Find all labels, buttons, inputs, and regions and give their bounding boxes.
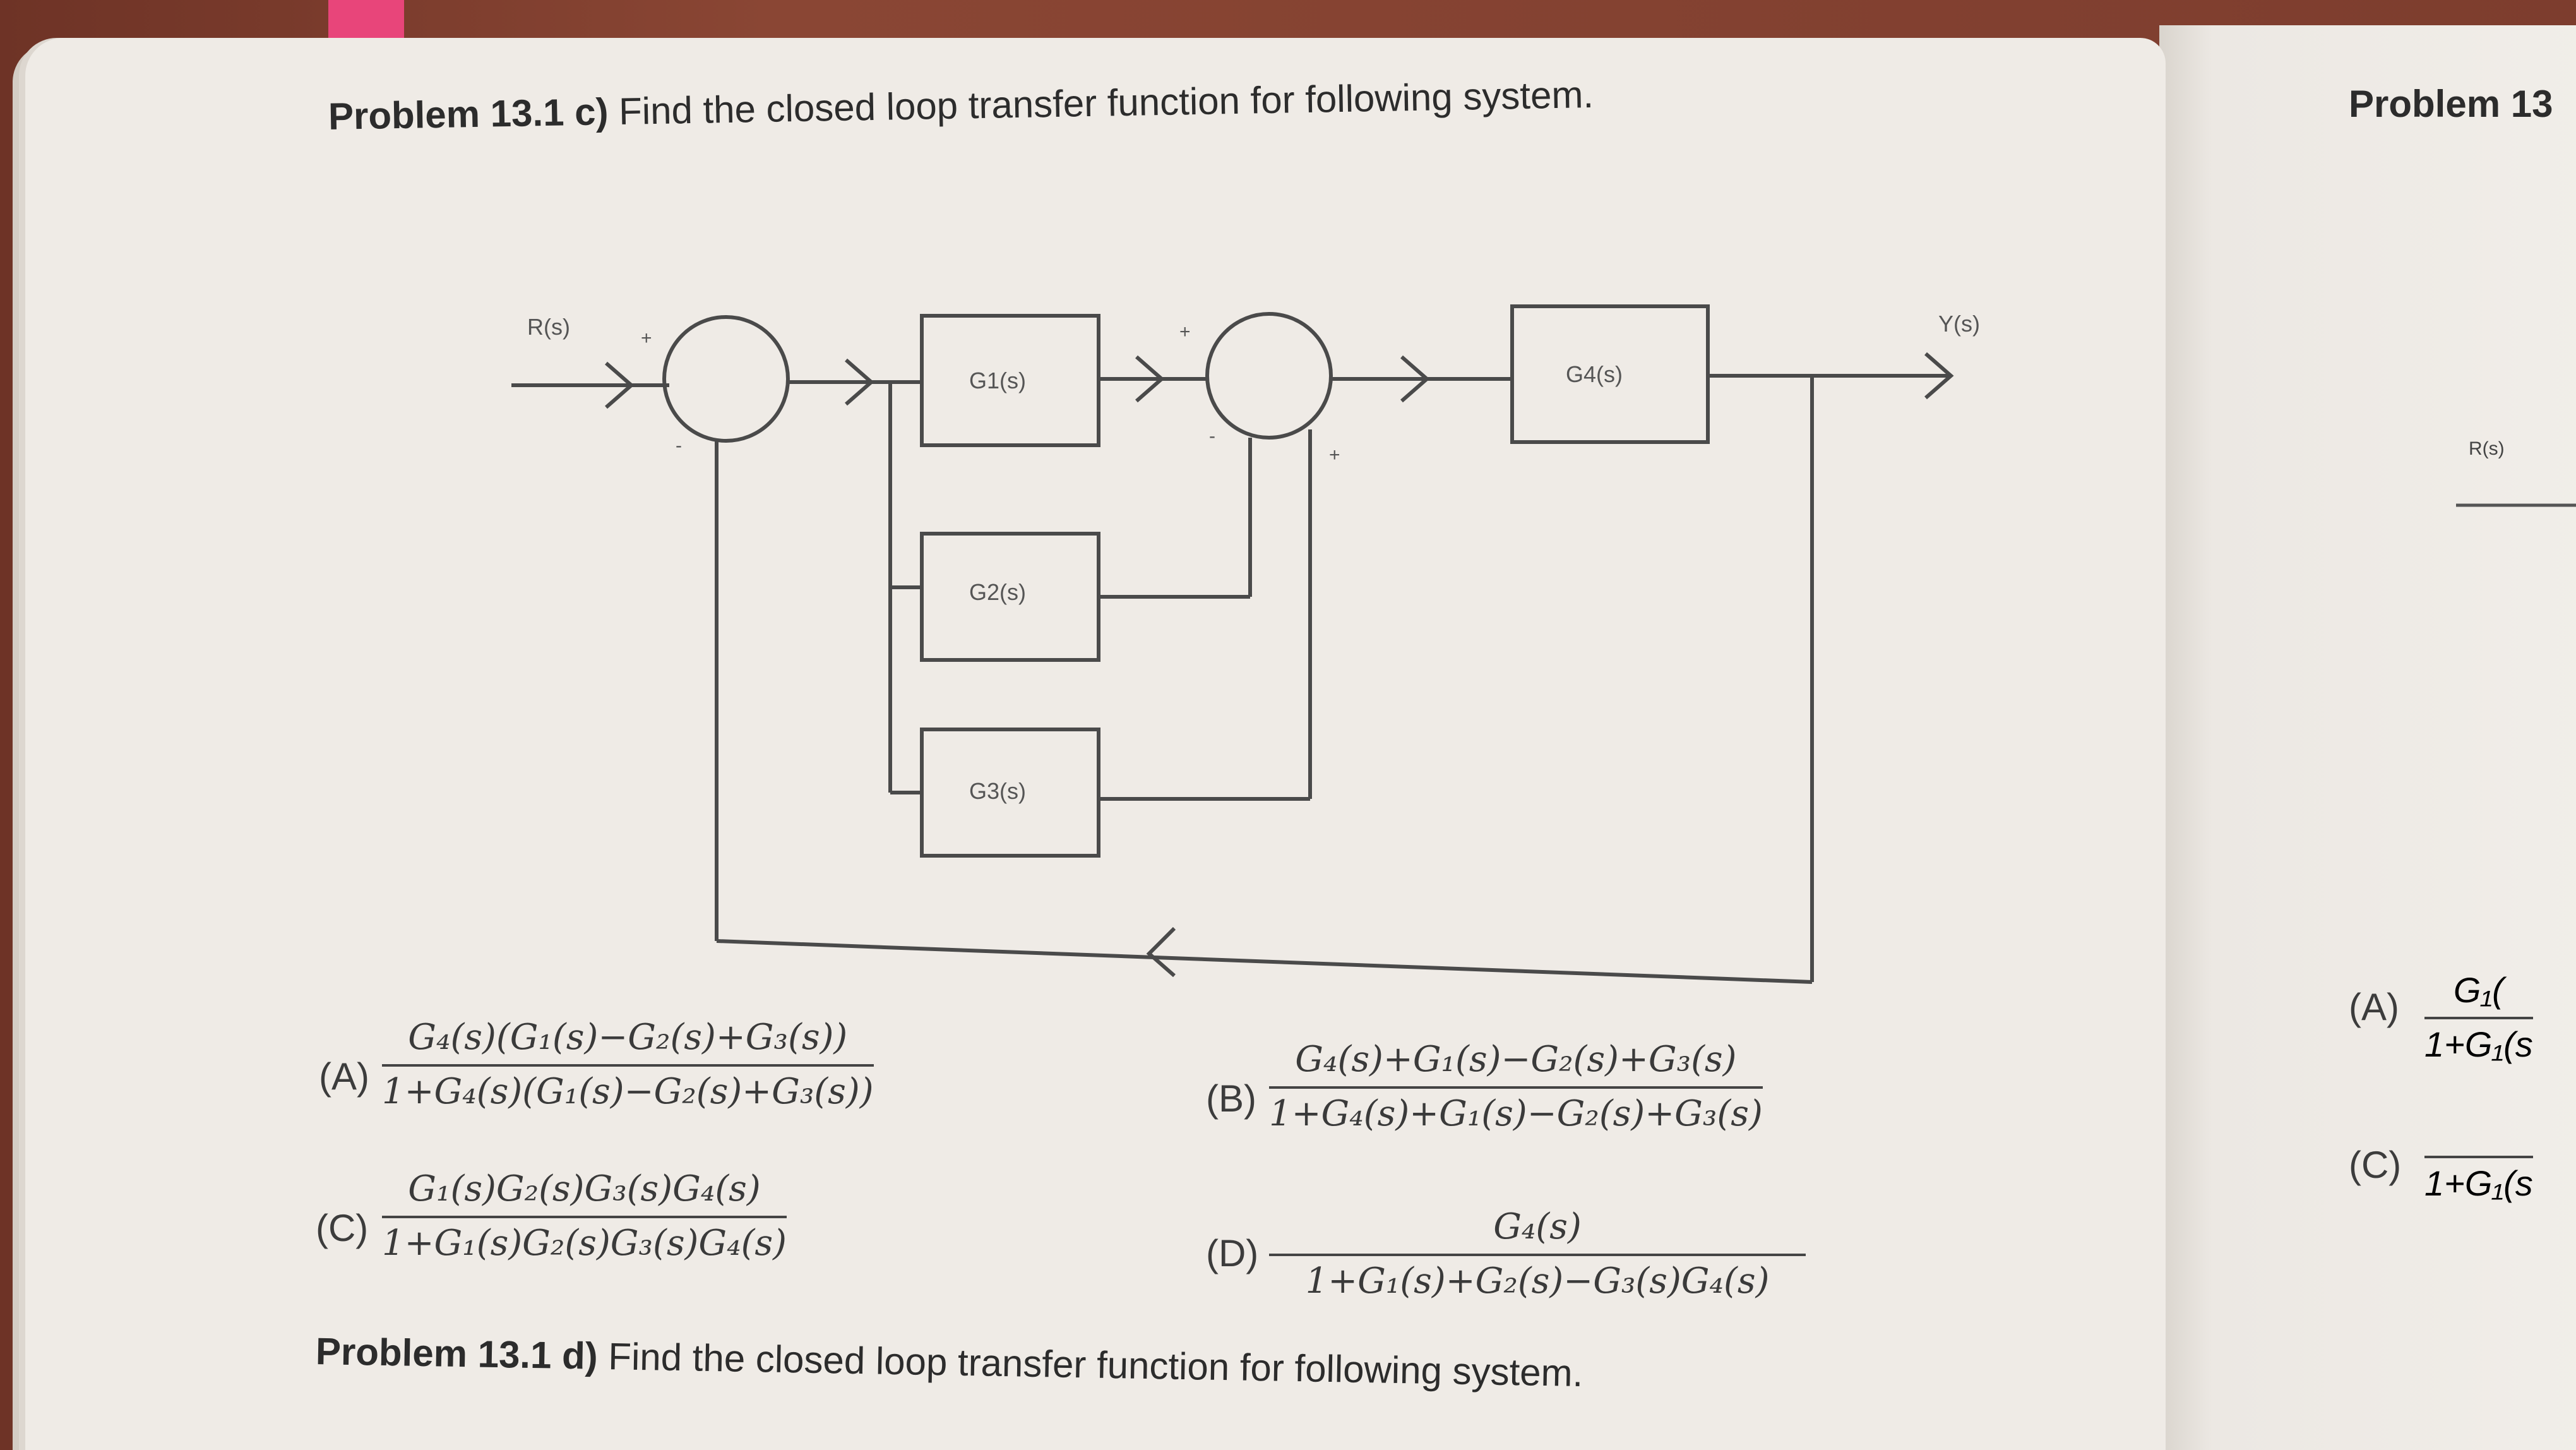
sum2-plus-sign: + [1179,321,1191,342]
right-page: Problem 13 R(s) (A) G₁( 1+G₁(s (C) 1+G₁(… [2159,25,2576,1450]
choice-c-fraction: G₁(s)G₂(s)G₃(s)G₄(s) 1+G₁(s)G₂(s)G₃(s)G₄… [382,1171,787,1261]
block-g2-label: G2(s) [969,579,1026,605]
sum2-bottom-plus-sign: + [1329,445,1340,465]
choice-c-denominator: 1+G₁(s)G₂(s)G₃(s)G₄(s) [382,1216,787,1261]
right-choice-a-numerator: G₁( [2453,970,2504,1010]
sum2-minus-sign: - [1209,426,1215,446]
block-g4-label: G4(s) [1566,361,1623,387]
right-page-heading: Problem 13 [2349,83,2553,125]
right-choice-a-denominator: 1+G₁(s [2424,1017,2533,1062]
choice-d-denominator: 1+G₁(s)+G₂(s)−G₃(s)G₄(s) [1269,1254,1806,1299]
choice-a-numerator: G₄(s)(G₁(s)−G₂(s)+G₃(s)) [408,1017,848,1058]
right-choice-c-denominator: 1+G₁(s [2424,1156,2533,1201]
choice-d-fraction: G₄(s) 1+G₁(s)+G₂(s)−G₃(s)G₄(s) [1269,1209,1806,1299]
choice-a-denominator: 1+G₄(s)(G₁(s)−G₂(s)+G₃(s)) [382,1064,874,1110]
choice-d-label: (D) [1206,1232,1259,1274]
sticky-note [328,0,404,44]
right-choice-c-label: (C) [2349,1144,2402,1186]
block-g3 [920,728,1100,858]
choice-b-numerator: G₄(s)+G₁(s)−G₂(s)+G₃(s) [1295,1039,1737,1080]
choice-c-label: (C) [316,1207,369,1249]
choice-c-numerator: G₁(s)G₂(s)G₃(s)G₄(s) [408,1168,761,1209]
right-choice-a-label: (A) [2349,986,2399,1028]
choice-b-fraction: G₄(s)+G₁(s)−G₂(s)+G₃(s) 1+G₄(s)+G₁(s)−G₂… [1269,1042,1763,1132]
right-choice-a-fraction: G₁( 1+G₁(s [2424,973,2533,1062]
block-g3-label: G3(s) [969,778,1026,804]
output-label: Y(s) [1938,311,1980,337]
sum1-minus-sign: - [676,435,682,456]
sum1-plus-sign: + [641,328,652,349]
choice-b-denominator: 1+G₄(s)+G₁(s)−G₂(s)+G₃(s) [1269,1086,1763,1132]
problem-d-label: Problem 13.1 d) [315,1330,599,1377]
summing-junction-2 [1205,312,1333,440]
choice-a-fraction: G₄(s)(G₁(s)−G₂(s)+G₃(s)) 1+G₄(s)(G₁(s)−G… [382,1020,874,1110]
choice-a-label: (A) [319,1055,369,1098]
right-page-diagram: R(s) [2456,438,2576,507]
left-page [25,38,2166,1450]
input-label: R(s) [527,314,570,340]
block-g1-label: G1(s) [969,368,1026,393]
choice-d-numerator: G₄(s) [1493,1206,1582,1247]
summing-junction-1 [662,315,790,443]
choice-b-label: (B) [1206,1077,1256,1120]
right-choice-c-fraction: 1+G₁(s [2424,1156,2533,1201]
right-page-input-label: R(s) [2469,438,2505,459]
